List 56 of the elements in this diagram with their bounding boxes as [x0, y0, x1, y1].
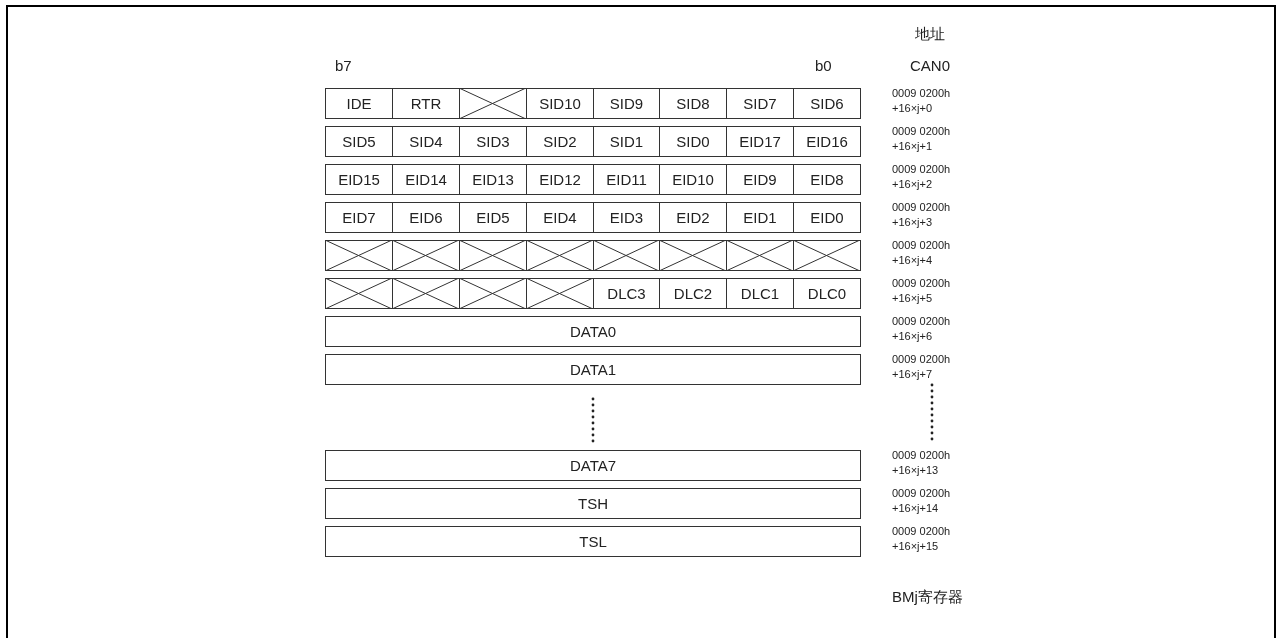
register-field: DATA0 — [325, 316, 861, 347]
register-field: DATA7 — [325, 450, 861, 481]
bit-field: DLC3 — [593, 278, 660, 309]
column-heading: CAN0 — [910, 57, 950, 74]
bit-field: EID14 — [392, 164, 460, 195]
address-text: 0009 0200h +16×j+4 — [892, 238, 952, 268]
bit-field: SID1 — [593, 126, 660, 157]
bit-field: SID7 — [726, 88, 794, 119]
address-text: 0009 0200h +16×j+6 — [892, 314, 952, 344]
bit-field: EID4 — [526, 202, 594, 233]
bit-field: SID2 — [526, 126, 594, 157]
address-text: 0009 0200h +16×j+3 — [892, 200, 952, 230]
address-text: 0009 0200h +16×j+0 — [892, 86, 952, 116]
bit-field: SID8 — [659, 88, 727, 119]
bit-field: EID2 — [659, 202, 727, 233]
bit-field: EID17 — [726, 126, 794, 157]
address-text: 0009 0200h +16×j+2 — [892, 162, 952, 192]
register-field: DATA1 — [325, 354, 861, 385]
bit-field: EID7 — [325, 202, 393, 233]
register-field: TSL — [325, 526, 861, 557]
bit-field: EID6 — [392, 202, 460, 233]
address-text: 0009 0200h +16×j+15 — [892, 524, 952, 554]
bit-field: DLC2 — [659, 278, 727, 309]
bit-field: EID12 — [526, 164, 594, 195]
bit-field: EID5 — [459, 202, 527, 233]
bit-field: EID15 — [325, 164, 393, 195]
bit-field: EID1 — [726, 202, 794, 233]
bit-field: SID5 — [325, 126, 393, 157]
bit-field: EID3 — [593, 202, 660, 233]
bit-field: EID8 — [793, 164, 861, 195]
bit-field: SID0 — [659, 126, 727, 157]
bit-field: EID9 — [726, 164, 794, 195]
bit-field: EID16 — [793, 126, 861, 157]
register-caption: BMj寄存器 — [892, 588, 963, 607]
address-text: 0009 0200h +16×j+5 — [892, 276, 952, 306]
bit-field: SID10 — [526, 88, 594, 119]
bit-field: DLC0 — [793, 278, 861, 309]
bit-number: b7 — [335, 57, 352, 74]
bit-field: SID3 — [459, 126, 527, 157]
address-text: 0009 0200h +16×j+1 — [892, 124, 952, 154]
bit-field: RTR — [392, 88, 460, 119]
bit-field: SID6 — [793, 88, 861, 119]
bit-field: EID0 — [793, 202, 861, 233]
address-text: 0009 0200h +16×j+7 — [892, 352, 952, 382]
bit-field: EID10 — [659, 164, 727, 195]
bit-field: SID9 — [593, 88, 660, 119]
bit-number: b0 — [815, 57, 832, 74]
register-field: TSH — [325, 488, 861, 519]
column-heading: 地址 — [915, 25, 945, 44]
address-text: 0009 0200h +16×j+14 — [892, 486, 952, 516]
address-text: 0009 0200h +16×j+13 — [892, 448, 952, 478]
bit-field: SID4 — [392, 126, 460, 157]
bit-field: IDE — [325, 88, 393, 119]
bit-field: EID11 — [593, 164, 660, 195]
bit-field: DLC1 — [726, 278, 794, 309]
bit-field: EID13 — [459, 164, 527, 195]
